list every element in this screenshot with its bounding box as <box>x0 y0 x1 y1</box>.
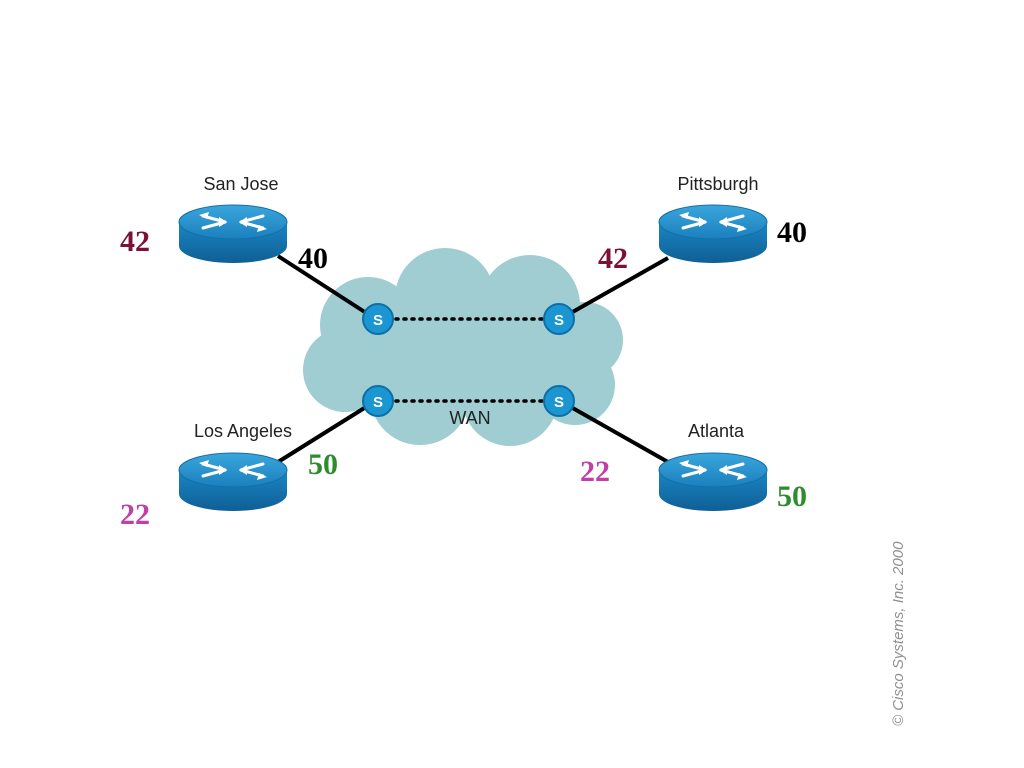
router-label-san-jose: San Jose <box>203 174 278 194</box>
switch-bottom-left: S <box>362 385 394 417</box>
switch-letter: S <box>554 312 564 329</box>
router-icon-san-jose <box>177 203 289 265</box>
switch-top-left: S <box>362 303 394 335</box>
switch-letter: S <box>373 394 383 411</box>
dlci-atlanta-link: 22 <box>580 455 610 488</box>
router-icon-los-angeles <box>177 451 289 513</box>
dlci-san-jose-local: 42 <box>120 225 150 258</box>
dlci-san-jose-link: 40 <box>298 242 328 275</box>
switch-letter: S <box>554 394 564 411</box>
switch-top-right: S <box>543 303 575 335</box>
switch-letter: S <box>373 312 383 329</box>
links <box>276 254 669 464</box>
link-pittsburgh <box>561 256 669 320</box>
router-icon-pittsburgh <box>657 203 769 265</box>
dlci-pittsburgh-local: 40 <box>777 216 807 249</box>
router-label-los-angeles: Los Angeles <box>194 421 292 441</box>
dlci-pittsburgh-link: 42 <box>598 242 628 275</box>
dlci-los-angeles-local: 22 <box>120 498 150 531</box>
link-san-jose <box>276 254 376 320</box>
router-label-pittsburgh: Pittsburgh <box>677 174 758 194</box>
link-atlanta <box>561 400 669 464</box>
dlci-atlanta-local: 50 <box>777 480 807 513</box>
switch-bottom-right: S <box>543 385 575 417</box>
router-label-atlanta: Atlanta <box>688 421 745 441</box>
copyright-text: © Cisco Systems, Inc. 2000 <box>890 541 907 726</box>
link-los-angeles <box>276 400 376 464</box>
dlci-los-angeles-link: 50 <box>308 448 338 481</box>
wan-label: WAN <box>449 408 490 428</box>
router-icon-atlanta <box>657 451 769 513</box>
pvc-lines <box>394 317 546 403</box>
